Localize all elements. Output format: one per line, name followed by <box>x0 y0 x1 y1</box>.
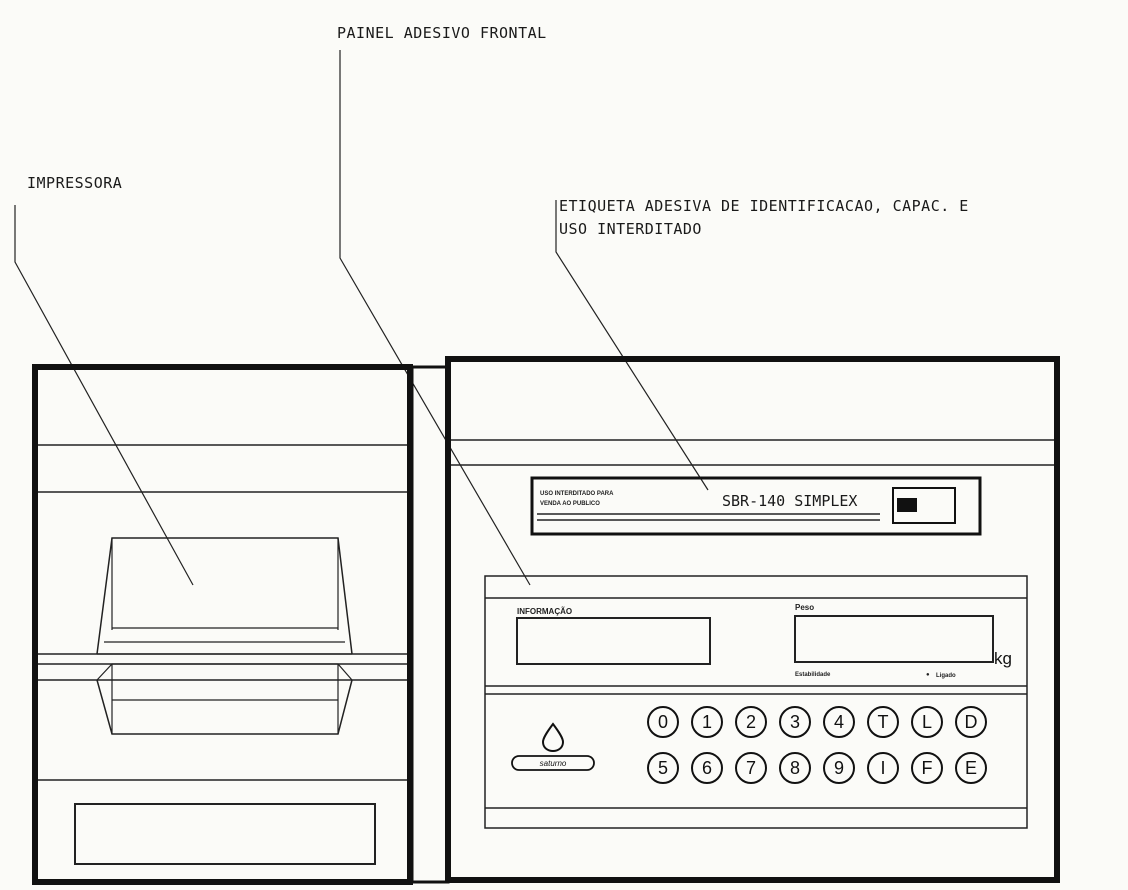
callout-label-line1: ETIQUETA ADESIVA DE IDENTIFICACAO, CAPAC… <box>559 197 969 215</box>
key-3-button <box>779 706 811 738</box>
key-7-button <box>735 752 767 784</box>
unit-divider <box>410 365 450 884</box>
key-5-button <box>647 752 679 784</box>
key-l-button <box>911 706 943 738</box>
key-t-label: T <box>878 712 889 732</box>
power-indicator-label: Ligado <box>936 673 956 679</box>
leader-line-label <box>555 200 709 491</box>
key-i-label: I <box>880 758 885 778</box>
key-4-button <box>823 706 855 738</box>
key-2-label: 2 <box>746 712 756 732</box>
svg-text:●: ● <box>926 672 930 678</box>
key-e-button <box>955 752 987 784</box>
capacity-mark <box>897 498 917 512</box>
info-label: INFORMAÇÃO <box>517 607 572 616</box>
key-3-label: 3 <box>790 712 800 732</box>
key-f-button <box>911 752 943 784</box>
drop-logo-icon <box>541 722 565 753</box>
key-9-button <box>823 752 855 784</box>
key-e-label: E <box>965 758 977 778</box>
weight-display <box>794 615 994 663</box>
key-4-label: 4 <box>834 712 844 732</box>
capacity-box <box>892 487 956 524</box>
stability-indicator-label: Estabilidade <box>795 672 831 678</box>
key-t-button <box>867 706 899 738</box>
front-panel: INFORMAÇÃO Peso kg Estabilidade ● Ligado… <box>484 575 1028 829</box>
key-f-label: F <box>922 758 933 778</box>
key-6-button <box>691 752 723 784</box>
leader-line-front-panel <box>339 50 531 586</box>
restriction-text-line2: VENDA AO PUBLICO <box>540 501 600 507</box>
printer-paper-outlet <box>74 803 376 865</box>
identification-label: USO INTERDITADO PARA VENDA AO PUBLICO SB… <box>530 476 982 536</box>
model-name: SBR-140 SIMPLEX <box>722 492 857 510</box>
key-2-button <box>735 706 767 738</box>
key-9-label: 9 <box>834 758 844 778</box>
brand-name: saturno <box>540 759 567 768</box>
info-display <box>516 617 711 665</box>
weight-unit: kg <box>994 649 1012 668</box>
key-1-label: 1 <box>702 712 712 732</box>
leader-line-printer <box>14 205 194 586</box>
callout-printer: IMPRESSORA <box>27 174 122 192</box>
key-d-label: D <box>965 712 978 732</box>
key-6-label: 6 <box>702 758 712 778</box>
key-0-label: 0 <box>658 712 668 732</box>
key-8-button <box>779 752 811 784</box>
callout-front-panel: PAINEL ADESIVO FRONTAL <box>337 24 547 42</box>
key-i-button <box>867 752 899 784</box>
restriction-text-line1: USO INTERDITADO PARA <box>540 491 614 497</box>
brand-badge <box>511 755 595 771</box>
weight-label: Peso <box>795 603 814 612</box>
printer-unit <box>32 364 413 885</box>
callout-label-line2: USO INTERDITADO <box>559 220 702 238</box>
key-1-button <box>691 706 723 738</box>
key-d-button <box>955 706 987 738</box>
key-5-label: 5 <box>658 758 668 778</box>
key-l-label: L <box>922 712 932 732</box>
key-0-button <box>647 706 679 738</box>
key-8-label: 8 <box>790 758 800 778</box>
keypad: 0 1 2 3 4 T L D 5 6 7 8 9 I F E <box>647 706 987 784</box>
scale-unit <box>445 356 1060 883</box>
key-7-label: 7 <box>746 758 756 778</box>
